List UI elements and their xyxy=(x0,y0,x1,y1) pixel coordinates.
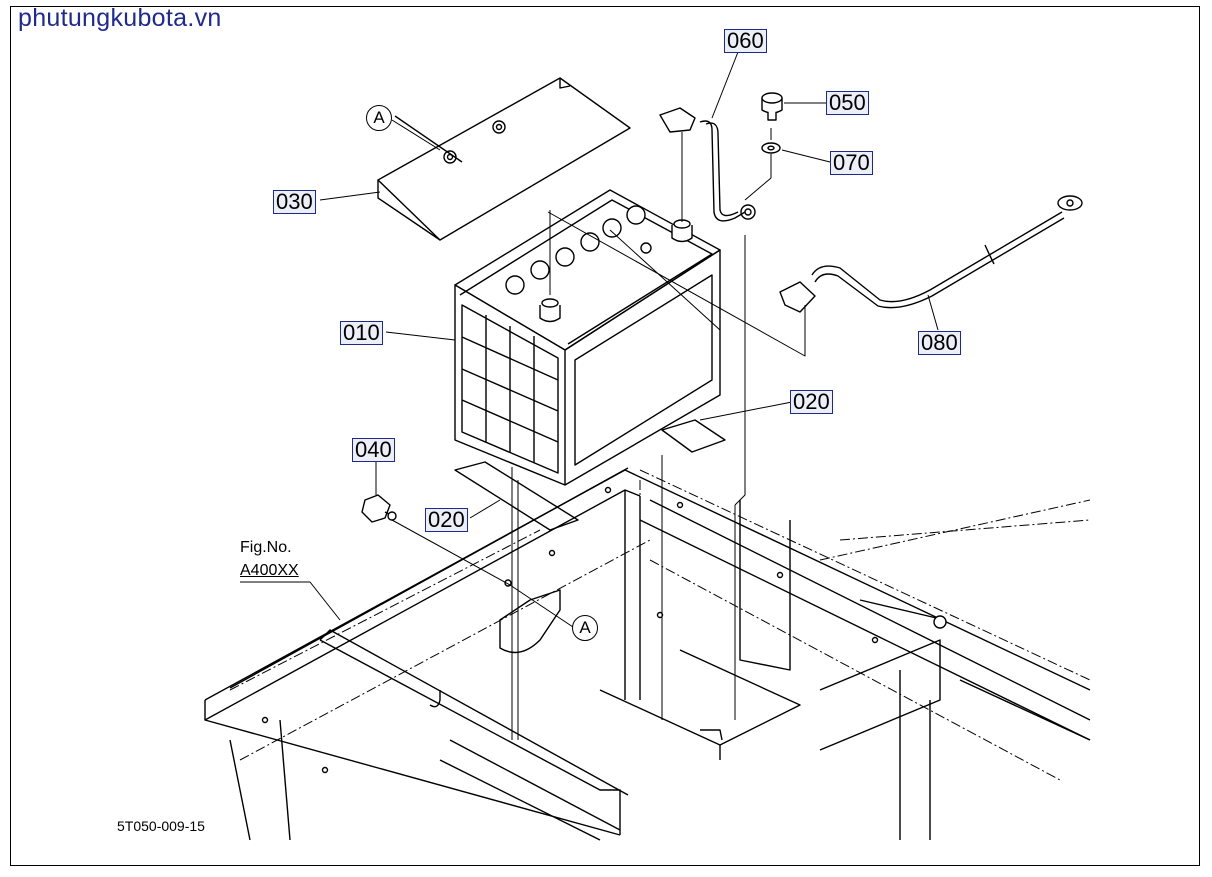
battery-bracket-030 xyxy=(377,77,631,241)
washer-070 xyxy=(761,142,781,154)
bolt-050 xyxy=(761,92,783,121)
figure-ref-line1: Fig.No. xyxy=(240,539,292,556)
part-label-080[interactable]: 080 xyxy=(918,331,961,355)
battery-pad-upper-020 xyxy=(661,419,726,453)
part-label-050[interactable]: 050 xyxy=(826,91,869,115)
drawing-code: 5T050-009-15 xyxy=(117,818,205,834)
part-label-020-upper[interactable]: 020 xyxy=(790,390,833,414)
positive-cable-060 xyxy=(659,107,756,222)
part-label-020-lower[interactable]: 020 xyxy=(425,508,468,532)
battery-010 xyxy=(454,189,721,486)
watermark: phutungkubota.vn xyxy=(18,4,222,32)
part-label-040[interactable]: 040 xyxy=(352,438,395,462)
part-label-010[interactable]: 010 xyxy=(340,321,383,345)
chassis-frame xyxy=(204,467,1091,841)
detail-marker-a-bottom: A xyxy=(572,615,598,641)
figure-ref-line2[interactable]: A400XX xyxy=(240,562,299,579)
part-label-060[interactable]: 060 xyxy=(724,29,767,53)
negative-cable-080 xyxy=(779,195,1083,313)
detail-marker-a-top: A xyxy=(366,105,392,131)
part-label-030[interactable]: 030 xyxy=(273,190,316,214)
part-label-070[interactable]: 070 xyxy=(830,151,873,175)
drawing-frame xyxy=(10,6,1200,866)
bolt-040 xyxy=(361,494,397,523)
